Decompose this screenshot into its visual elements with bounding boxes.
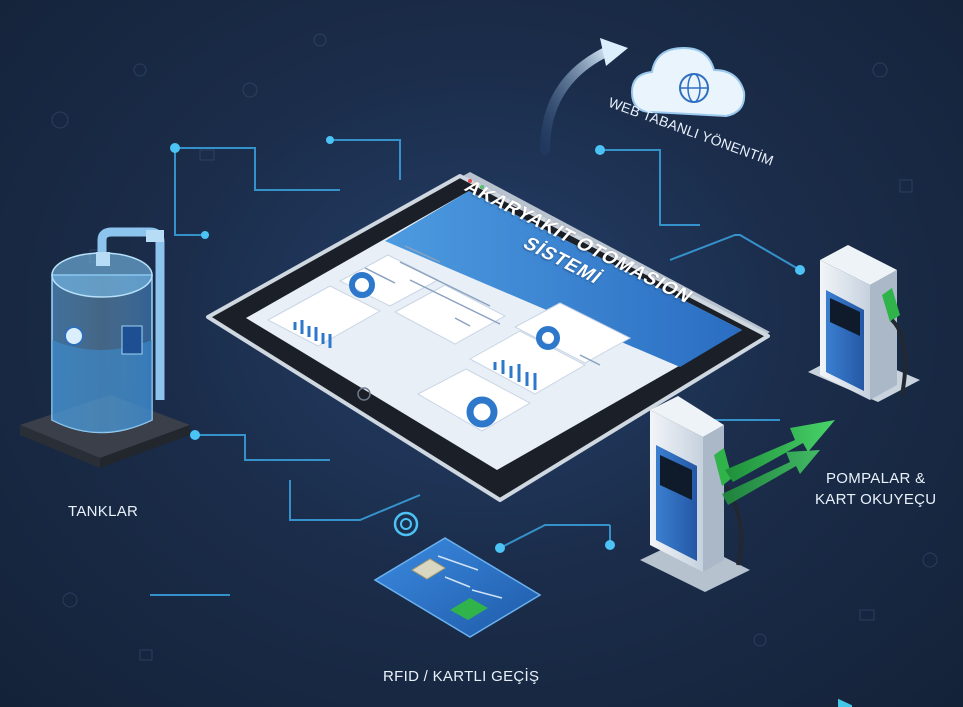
network-nodes xyxy=(170,136,805,553)
pumps-label-line1: POMPALAR & xyxy=(826,470,926,487)
cloud-web-icon xyxy=(540,38,746,155)
rfid-label: RFID / KARTLI GEÇİŞ xyxy=(383,668,540,685)
tanks-label: TANKLAR xyxy=(68,503,139,520)
arrow-icon xyxy=(722,420,835,505)
rfid-card-icon xyxy=(373,511,542,638)
network-lines xyxy=(150,139,801,596)
water-tank-icon xyxy=(20,227,190,468)
pumps-label-line2: KART OKUYEÇU xyxy=(815,491,937,508)
tablet-dashboard-icon xyxy=(206,172,770,502)
fuel-pump-icon xyxy=(640,396,750,592)
fuel-pump-icon xyxy=(808,245,920,707)
pumps-label: POMPALAR & KART OKUYEÇU xyxy=(815,468,936,510)
